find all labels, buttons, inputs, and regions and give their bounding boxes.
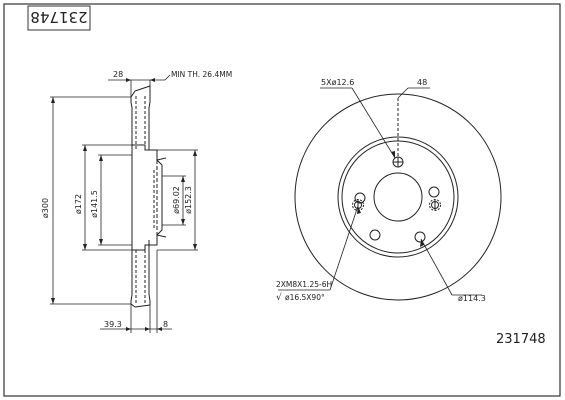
section-outer-right [148,86,157,151]
thread-label: 2XM8X1.25-6H [276,280,332,289]
face-leaders [278,87,482,296]
angle-48-label: 48 [417,78,427,87]
section-arrowheads [51,78,197,331]
dia-152-3-label: ø152.3 [184,186,193,214]
face-view [294,93,502,301]
lug-hole-3 [414,231,426,243]
bolt-holes-label: 5Xø12.6 [321,78,354,87]
face-arrowheads [357,151,424,247]
flipped-label-box [27,5,91,31]
dim-28-label: 28 [113,70,123,79]
lug-hole-4 [369,229,381,241]
countersink-label: ø16.5X90° [285,293,325,302]
dim-8-label: 8 [163,320,168,329]
pcd-label: ø114.3 [458,294,486,303]
section-dimensions [50,74,198,333]
centre-bore-circle [373,172,423,222]
dim-39-3-label: 39.3 [104,320,122,329]
dia-141-5-label: ø141.5 [90,190,99,218]
section-view [130,85,167,308]
min-thickness-label: MIN TH. 26.4MM [171,70,232,79]
flipped-part-number: 231748 [30,8,87,26]
lug-hole-5 [354,192,366,204]
thread-hole-1-outer [429,199,441,211]
dia-300-label: ø300 [41,198,50,218]
part-number: 231748 [496,332,546,347]
lug-hole-2 [428,186,440,198]
hat-outer-circle [337,136,459,258]
countersink-symbol: √ [276,292,282,303]
outer-disc-circle [294,93,502,301]
dia-69-02-label: ø69.02 [172,186,181,214]
drawing-frame [3,3,561,397]
dia-172-label: ø172 [74,194,83,214]
